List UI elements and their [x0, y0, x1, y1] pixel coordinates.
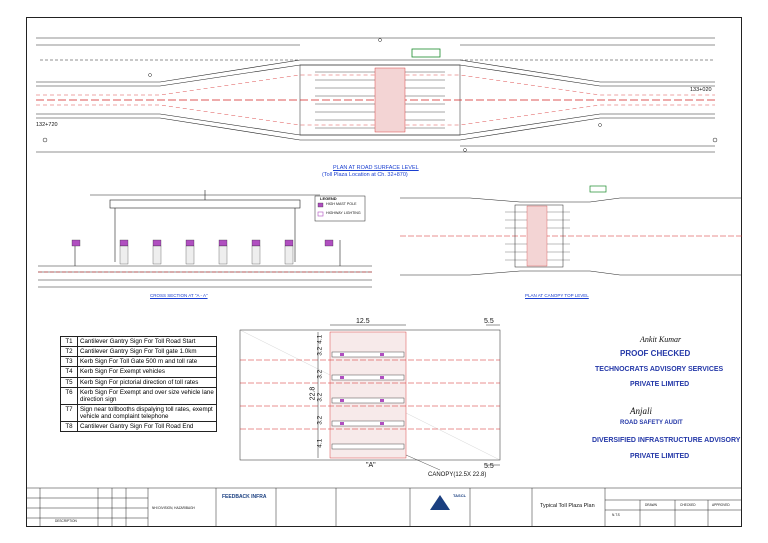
sign-description: Cantilever Gantry Sign For Toll gate 1.0…	[77, 346, 217, 358]
sign-description: Kerb Sign For pictorial direction of tol…	[77, 376, 217, 388]
green-sign-box	[411, 48, 441, 58]
tb-division: NHI DIVISION, HAZARIBAGH	[152, 506, 195, 510]
small-legend-item: HIGH MAST POLE	[326, 202, 357, 206]
tb-tascl: TASCL	[453, 493, 467, 498]
signature-1: Ankit Kumar	[640, 335, 682, 344]
sign-description: Kerb Sign For Exempt vehicles	[77, 366, 217, 378]
cross-section	[38, 190, 372, 288]
dim-lane: 3.2	[316, 346, 324, 356]
tb-description: DESCRIPTION	[55, 519, 77, 523]
canopy-plan-title: PLAN AT CANOPY TOP LEVEL	[525, 293, 589, 298]
dim-right-bottom: 5.5	[484, 463, 494, 470]
signature-2: Anjali	[630, 406, 652, 416]
sign-code: T3	[60, 356, 78, 368]
tb-checked: CHECKED	[680, 503, 696, 507]
firm2-suffix: PRIVATE LIMITED	[630, 453, 690, 460]
dim-edge: 4.1	[316, 438, 324, 448]
dim-lane: 3.2	[316, 392, 324, 402]
sign-code: T2	[60, 346, 78, 358]
dim-total: 22.8	[309, 386, 317, 401]
sign-description: Cantilever Gantry Sign For Toll Road Sta…	[77, 335, 217, 348]
sign-code: T4	[60, 366, 78, 378]
firm1-suffix: PRIVATE LIMITED	[630, 381, 690, 388]
road-safety-label: ROAD SAFETY AUDIT	[620, 420, 683, 426]
canopy-label: CANOPY(12.5X 22.8)	[428, 472, 487, 478]
small-legend-item: HIGHWAY LIGHTING	[326, 211, 361, 215]
sign-description: Cantilever Gantry Sign For Toll Road End	[77, 421, 217, 433]
high-mast-poles	[42, 38, 718, 152]
dim-lane: 3.2	[316, 415, 324, 425]
cross-section-title: CROSS SECTION AT "A - A"	[150, 293, 208, 298]
chainage-left: 132+720	[36, 122, 58, 128]
sign-code: T7	[60, 403, 78, 423]
small-legend-box	[314, 195, 366, 222]
proof-checked-label: PROOF CHECKED	[620, 349, 691, 358]
sign-code: T6	[60, 386, 78, 405]
small-legend-title: LEGEND	[320, 196, 337, 201]
sign-description: Kerb Sign For Exempt and over size vehic…	[77, 386, 217, 405]
sign-code: T8	[60, 421, 78, 433]
tb-drawn: DRAWN	[645, 503, 657, 507]
tb-scale: N.T.S	[612, 513, 620, 517]
chainage-right: 133+020	[690, 87, 712, 93]
plan-subtitle: (Toll Plaza Location at Ch. 32+870)	[322, 172, 408, 178]
dim-top: 12.5	[356, 318, 370, 325]
sign-code: T5	[60, 376, 78, 388]
plan-title: PLAN AT ROAD SURFACE LEVEL	[333, 165, 419, 171]
sign-description: Sign near tollbooths dispalying toll rat…	[77, 403, 217, 423]
sign-description: Kerb Sign For Toll Gate 500 m and toll r…	[77, 356, 217, 368]
plaza-canopy-zone	[374, 67, 406, 133]
tb-approved: APPROVED	[712, 503, 730, 507]
title-block	[26, 487, 742, 527]
firm2-name: DIVERSIFIED INFRASTRUCTURE ADVISORY	[592, 437, 741, 444]
canopy-plan	[400, 197, 742, 276]
drawing-sheet-border	[26, 17, 742, 527]
section-mark: "A"	[366, 462, 376, 469]
toll-booths	[71, 239, 334, 247]
dim-edge: 4.1	[316, 334, 324, 344]
dim-lane: 3.2	[316, 369, 324, 379]
sign-code: T1	[60, 335, 78, 348]
tascl-logo-mark	[430, 495, 450, 510]
firm1-name: TECHNOCRATS ADVISORY SERVICES	[595, 366, 724, 373]
dim-right: 5.5	[484, 318, 494, 325]
tb-drawing-title: Typical Toll Plaza Plan	[540, 503, 595, 509]
tb-contractor: FEEDBACK INFRA	[222, 494, 267, 500]
